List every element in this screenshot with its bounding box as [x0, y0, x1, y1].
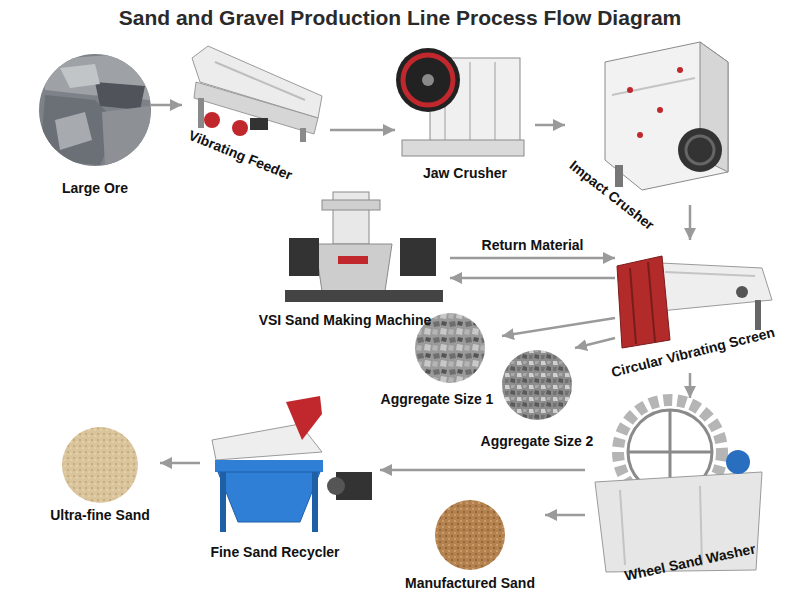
material-node: Ultra-fine Sand — [40, 425, 160, 525]
flow-arrow — [689, 373, 692, 398]
ore-rock — [60, 64, 100, 88]
flow-arrow — [575, 338, 615, 348]
ore-rock — [102, 106, 150, 165]
node-label: Vibrating Feeder — [175, 121, 307, 188]
recycler-cyclone — [286, 396, 322, 440]
recycler-leg — [312, 472, 318, 532]
recycler-picture — [212, 396, 372, 532]
flow-arrow — [502, 318, 615, 336]
vsi-motor — [400, 238, 436, 276]
impact-bolt — [637, 132, 643, 138]
ore-picture — [39, 54, 151, 166]
feeder-frame — [194, 82, 318, 134]
machine-node: Wheel Sand Washer — [585, 398, 770, 588]
ore-base — [39, 54, 151, 166]
feeder-leg — [300, 128, 306, 142]
aggregate-picture — [502, 350, 572, 420]
sand-picture — [62, 427, 138, 503]
ore-rock — [95, 82, 145, 110]
ore-rock — [55, 112, 92, 150]
node-label: Large Ore — [40, 179, 150, 197]
impact-bolt — [657, 107, 663, 113]
feeder-picture — [192, 46, 322, 142]
washer-rib — [620, 490, 625, 565]
impact-body — [605, 42, 728, 190]
impact-leg — [615, 165, 623, 187]
node-label: Aggregate Size 2 — [475, 432, 599, 450]
machine-node: Vibrating Feeder — [182, 45, 330, 195]
feeder-motor — [250, 118, 268, 130]
jaw-rib — [494, 62, 496, 145]
impact-bolt — [627, 87, 633, 93]
feeder-wheel — [204, 112, 220, 128]
node-label: Fine Sand Recycler — [195, 543, 355, 561]
impact-bolt — [677, 67, 683, 73]
machine-node: Impact Crusher — [565, 35, 740, 205]
washer-spoke — [628, 451, 712, 454]
node-label: Jaw Crusher — [395, 164, 535, 182]
recycler-leg — [220, 472, 226, 532]
jaw-picture — [396, 48, 524, 156]
node-label: Circular Vibrating Screen — [599, 320, 788, 383]
diagram-title: Sand and Gravel Production Line Process … — [0, 6, 800, 30]
vsi-chamber — [315, 244, 392, 298]
feeder-rib — [215, 62, 305, 100]
edge-label: Return Material — [453, 236, 613, 254]
screen-exciter — [736, 286, 748, 298]
vsi-hopper — [322, 200, 380, 210]
jaw-hub — [422, 74, 434, 86]
material-node: Large Ore — [40, 52, 150, 202]
screen-frame — [617, 256, 670, 348]
washer-motor — [726, 450, 750, 474]
impact-wheel-rim — [686, 136, 714, 164]
screen-frame-rib — [630, 268, 636, 344]
vsi-motor — [289, 238, 319, 276]
material-node: Aggregate Size 1 — [372, 310, 502, 410]
flow-arrow — [545, 514, 585, 517]
jaw-flywheel — [396, 48, 460, 112]
node-label: VSI Sand Making Machine — [240, 311, 450, 329]
jaw-flywheel-rim — [403, 55, 453, 105]
feeder-leg — [198, 98, 204, 128]
screen-frame-rib — [648, 262, 655, 342]
flow-arrow — [160, 462, 200, 465]
flow-arrow — [150, 104, 182, 107]
flow-arrow — [330, 129, 395, 132]
jaw-base — [402, 140, 524, 156]
vsi-base — [285, 290, 443, 302]
node-label: Manufactured Sand — [395, 574, 545, 592]
material-node: Manufactured Sand — [395, 498, 545, 596]
node-label: Wheel Sand Washer — [615, 538, 765, 587]
node-label: Ultra-fine Sand — [40, 506, 160, 524]
impact-wheel — [678, 128, 722, 172]
recycler-hopper — [218, 472, 320, 522]
vsi-picture — [285, 192, 443, 302]
machine-node: Jaw Crusher — [395, 38, 535, 188]
machine-node: Fine Sand Recycler — [200, 405, 380, 565]
flow-arrow — [380, 469, 585, 472]
node-label: Aggregate Size 1 — [372, 390, 502, 408]
flow-arrow — [450, 277, 615, 280]
feeder-wheel — [232, 120, 248, 136]
recycler-pump-head — [327, 477, 345, 495]
screen-rib — [665, 272, 755, 276]
vsi-plate — [338, 256, 368, 264]
material-node: Aggregate Size 2 — [475, 348, 599, 450]
node-label: Impact Crusher — [559, 151, 665, 239]
flow-arrow — [689, 205, 692, 240]
flow-arrow — [450, 257, 615, 260]
machine-node: Circular Vibrating Screen — [615, 240, 787, 373]
impact-seam — [612, 78, 695, 95]
impact-picture — [605, 42, 728, 190]
sand-picture — [435, 500, 505, 570]
machine-node: VSI Sand Making Machine — [240, 185, 450, 330]
jaw-rib — [469, 62, 471, 145]
flow-arrow — [535, 124, 565, 127]
recycler-tank-top — [215, 460, 323, 472]
